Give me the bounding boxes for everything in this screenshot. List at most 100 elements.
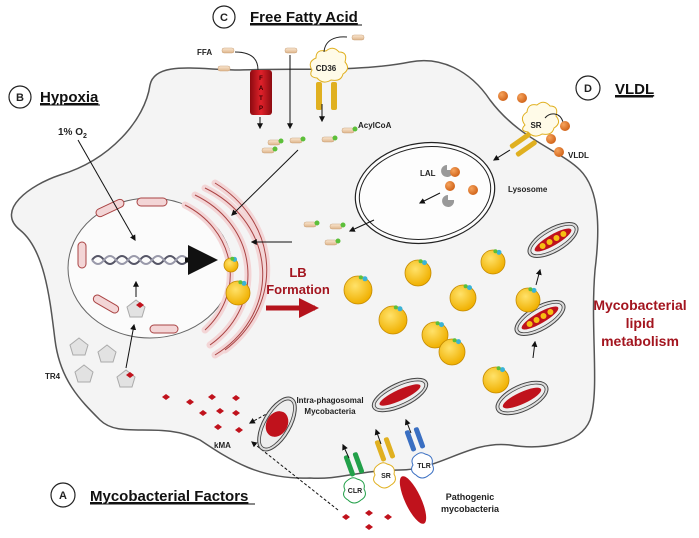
vldl-particle bbox=[445, 181, 455, 191]
lysosome-label: Lysosome bbox=[508, 185, 548, 194]
lipid-body-protein bbox=[456, 339, 461, 345]
vldl-particle bbox=[546, 134, 556, 144]
kma-label: kMA bbox=[214, 441, 231, 450]
lb-label-line1: LB bbox=[289, 265, 306, 280]
section-c-title: Free Fatty Acid bbox=[250, 9, 358, 26]
fatp-letter: F bbox=[259, 76, 263, 82]
fatty-acid-pill bbox=[321, 136, 335, 143]
section-b-title: Hypoxia bbox=[40, 89, 99, 106]
sr-top-label: SR bbox=[530, 121, 541, 130]
lipid-body-protein bbox=[418, 259, 423, 264]
fatp-letter: P bbox=[259, 106, 263, 112]
clr-receptor bbox=[342, 443, 366, 504]
acylcoa-label: AcylCoA bbox=[358, 121, 392, 130]
section-b-badge: B bbox=[8, 85, 32, 109]
lipid-body bbox=[225, 280, 251, 306]
myco-lipid-label-line3: metabolism bbox=[601, 333, 679, 349]
vldl-particles bbox=[445, 91, 570, 195]
sr-receptor-top bbox=[509, 101, 560, 157]
fatty-acid-pill bbox=[303, 221, 317, 228]
vldl-particle bbox=[560, 121, 570, 131]
lipid-body-protein bbox=[493, 249, 498, 254]
mycobacterium bbox=[502, 387, 542, 409]
dna-icon bbox=[91, 255, 189, 265]
lipid-body bbox=[480, 249, 506, 275]
lipid-body-protein bbox=[496, 249, 502, 255]
coa-group bbox=[335, 238, 341, 244]
coa-group bbox=[352, 126, 358, 132]
section-a-title: Mycobacterial Factors bbox=[90, 488, 248, 505]
mycobacterium bbox=[379, 384, 421, 406]
lipid-body bbox=[404, 259, 432, 287]
section-c-letter: C bbox=[220, 12, 228, 24]
lipid-body-protein bbox=[463, 284, 468, 289]
lipid-body-protein bbox=[238, 280, 243, 285]
clr-label: CLR bbox=[348, 488, 362, 495]
lipid-body bbox=[343, 275, 373, 305]
fatty-acid-pill bbox=[261, 147, 275, 154]
lipid-body bbox=[421, 321, 449, 349]
lipid-body-protein bbox=[362, 276, 368, 282]
lipid-body-protein bbox=[397, 306, 403, 312]
section-a-letter: A bbox=[59, 490, 67, 502]
fatty-acid-pill bbox=[284, 47, 298, 54]
lipid-body-protein bbox=[230, 256, 235, 261]
coa-group bbox=[314, 220, 320, 226]
kma-molecules bbox=[162, 394, 392, 530]
section-d-letter: D bbox=[584, 83, 592, 95]
lal-label: LAL bbox=[420, 169, 436, 178]
tr4-label: TR4 bbox=[45, 372, 61, 381]
vldl-particle bbox=[517, 93, 527, 103]
mycobacterium bbox=[265, 411, 289, 437]
lipid-body bbox=[449, 284, 477, 312]
section-c-badge: C bbox=[212, 5, 236, 29]
coa-group bbox=[340, 222, 346, 228]
section-a-badge: A bbox=[50, 482, 76, 508]
fatty-acid-pill bbox=[289, 137, 303, 144]
lipid-body-protein bbox=[496, 366, 501, 371]
coa-group bbox=[300, 136, 306, 142]
lysosome bbox=[354, 141, 496, 245]
lipid-body-protein bbox=[500, 367, 505, 373]
intrabacterial-lipid bbox=[553, 235, 560, 241]
section-d-title: VLDL bbox=[615, 81, 654, 98]
fatty-acid-pill bbox=[324, 239, 338, 246]
fatp-letter: T bbox=[259, 96, 263, 102]
nuclear-envelope bbox=[77, 197, 179, 334]
fatp-letter: A bbox=[259, 86, 264, 92]
lipid-body-protein bbox=[467, 285, 472, 291]
section-b-letter: B bbox=[16, 92, 24, 104]
fatp-transporter bbox=[250, 70, 272, 115]
lipid-body-protein bbox=[393, 305, 398, 310]
fatty-acid-pill bbox=[351, 34, 365, 41]
lipid-bodies bbox=[223, 249, 541, 394]
cd36-receptor bbox=[309, 47, 349, 110]
pathogenic-label-line2: mycobacteria bbox=[441, 504, 500, 514]
vldl-particle bbox=[450, 167, 460, 177]
lal-enzyme bbox=[441, 165, 455, 207]
fatty-acid-pill bbox=[329, 223, 343, 230]
vldl-particle bbox=[498, 91, 508, 101]
intrabacterial-lipid bbox=[533, 317, 540, 323]
cd36-label: CD36 bbox=[316, 64, 337, 73]
tlr-label: TLR bbox=[417, 463, 431, 470]
tlr-receptor bbox=[404, 418, 434, 479]
lipid-body-protein bbox=[452, 338, 457, 343]
sr-receptor-bottom bbox=[373, 428, 396, 489]
section-d-badge: D bbox=[575, 75, 601, 101]
oxygen-label: 1% O2 bbox=[58, 127, 87, 140]
intrabacterial-lipid bbox=[547, 309, 554, 315]
lb-label-line2: Formation bbox=[266, 282, 330, 297]
fatty-acid-pill bbox=[267, 139, 281, 146]
sr-bottom-label: SR bbox=[381, 473, 391, 480]
intrabacterial-lipid bbox=[546, 239, 553, 245]
vldl-particle bbox=[468, 185, 478, 195]
vldl-label: VLDL bbox=[568, 151, 589, 160]
lipid-body-protein bbox=[439, 322, 444, 328]
lipid-body-protein bbox=[528, 287, 533, 292]
hypoxia-arrow bbox=[77, 139, 136, 242]
lipid-body bbox=[482, 366, 510, 394]
lipid-body-protein bbox=[531, 287, 537, 293]
coa-group bbox=[332, 135, 338, 141]
